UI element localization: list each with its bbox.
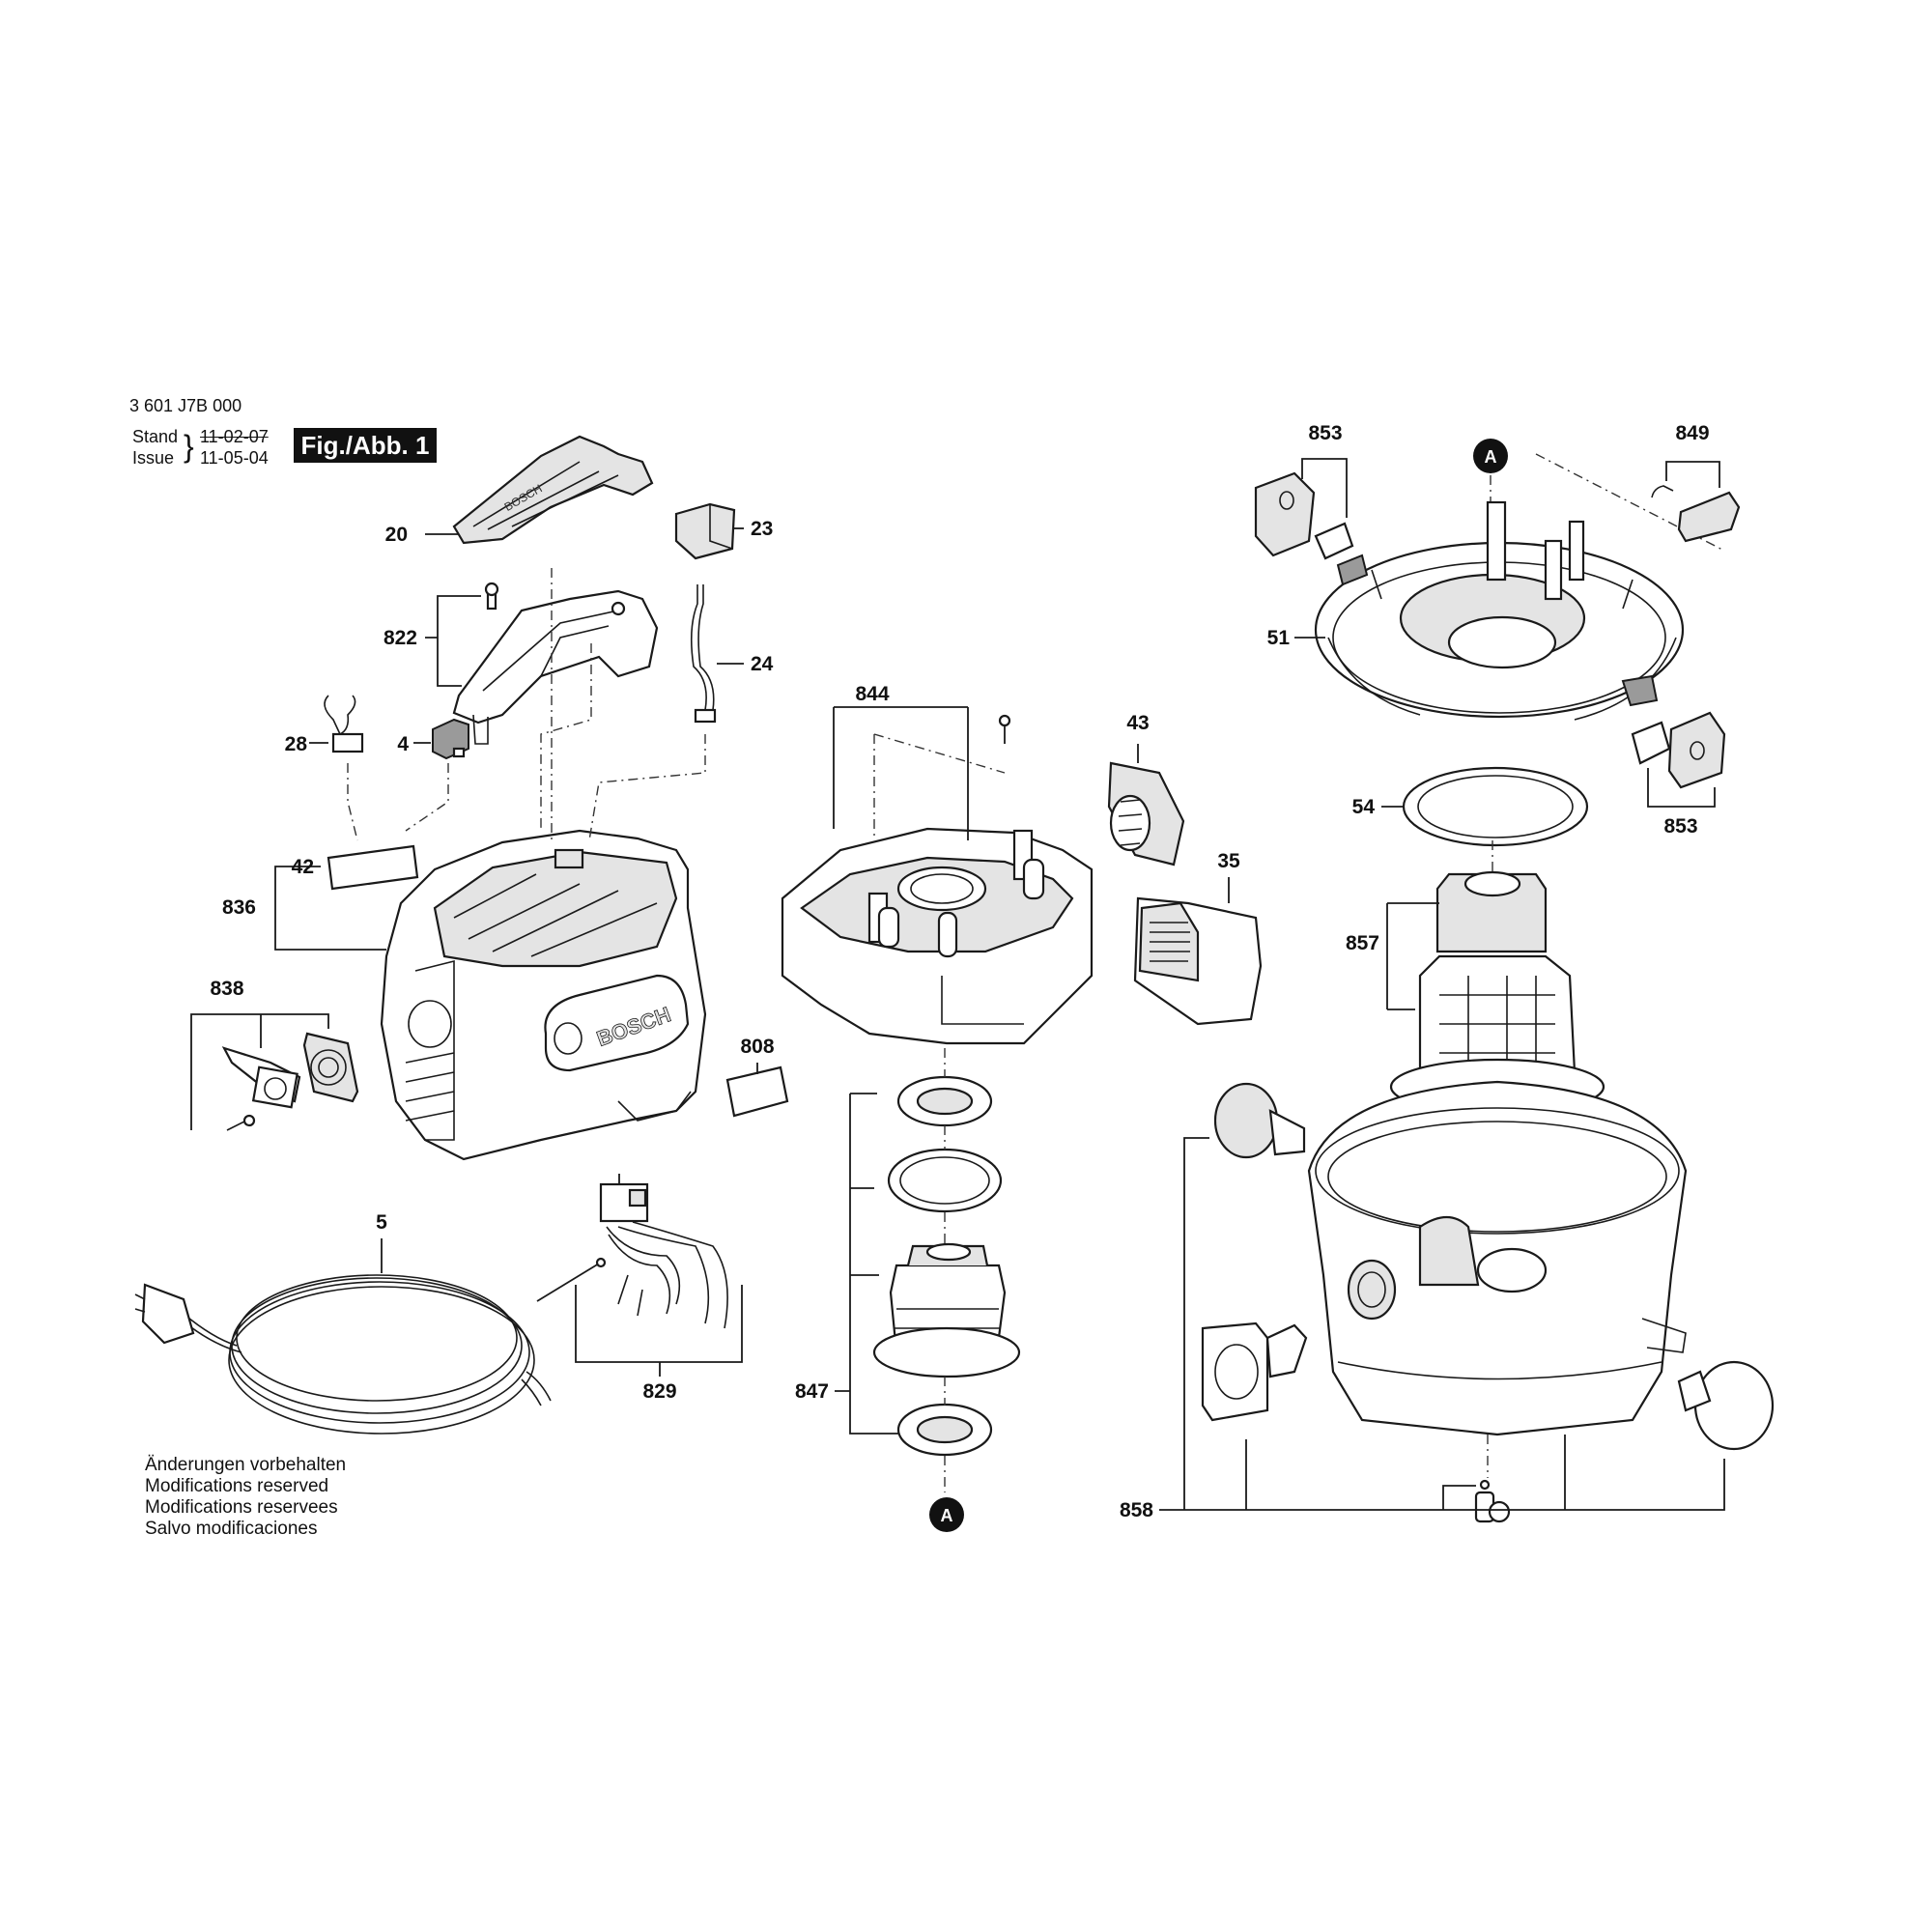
- part-knob-23: [674, 502, 736, 560]
- callout-5: 5: [376, 1211, 387, 1234]
- modification-notes: Änderungen vorbehalten Modifications res…: [145, 1455, 346, 1540]
- part-handle-20: BOSCH: [452, 435, 654, 545]
- date-brace: }: [184, 429, 194, 464]
- callout-43: 43: [1126, 712, 1149, 734]
- callout-829: 829: [642, 1380, 676, 1403]
- figure-badge: Fig./Abb. 1: [294, 428, 437, 463]
- part-filter-35: [1133, 896, 1263, 1026]
- part-brush-28: [324, 695, 364, 753]
- callout-51: 51: [1267, 627, 1291, 649]
- callout-822: 822: [384, 627, 417, 649]
- callout-858: 858: [1120, 1499, 1153, 1521]
- part-wheel-right: [1677, 1360, 1775, 1451]
- note-en: Modifications reserved: [145, 1476, 329, 1496]
- part-caster: [1474, 1479, 1511, 1523]
- callout-847: 847: [795, 1380, 829, 1403]
- callout-853-top: 853: [1308, 422, 1342, 444]
- part-rod-24: [690, 584, 717, 724]
- ref-marker-bottom: A: [929, 1497, 964, 1532]
- part-socket-838: [221, 1032, 359, 1131]
- part-harness-829: [599, 1182, 728, 1329]
- part-lid-51: [1314, 500, 1685, 721]
- note-es: Salvo modificaciones: [145, 1519, 318, 1539]
- svg-text:A: A: [941, 1506, 953, 1525]
- callout-857: 857: [1346, 932, 1379, 954]
- part-wheel-left: [1213, 1082, 1306, 1159]
- issue-label: Issue: [132, 448, 175, 468]
- callout-836: 836: [222, 896, 256, 919]
- part-port-left: [1201, 1321, 1308, 1422]
- callout-844: 844: [855, 683, 889, 705]
- svg-text:A: A: [1485, 447, 1497, 467]
- callout-23: 23: [751, 518, 773, 540]
- callout-4: 4: [397, 733, 409, 755]
- callout-24: 24: [751, 653, 774, 675]
- stand-date: 11-02-07: [200, 427, 269, 446]
- part-flange-43: [1107, 761, 1185, 867]
- part-filter-cage-844: [781, 827, 1094, 1045]
- part-frame-822: [452, 582, 659, 745]
- callout-42: 42: [292, 856, 314, 878]
- note-de: Änderungen vorbehalten: [145, 1455, 347, 1475]
- note-fr: Modifications reservees: [145, 1497, 338, 1518]
- callout-838: 838: [210, 978, 243, 1000]
- part-motor-857: [1389, 870, 1605, 1116]
- callout-28: 28: [285, 733, 308, 755]
- part-housing-836: BOSCH: [380, 829, 707, 1161]
- part-label-42: [327, 844, 419, 891]
- part-cable-tie: [536, 1257, 607, 1302]
- stand-label: Stand: [132, 427, 179, 446]
- issue-date: 11-05-04: [200, 448, 269, 468]
- callout-849: 849: [1675, 422, 1709, 444]
- callout-853-bottom: 853: [1663, 815, 1697, 838]
- part-container-858: [1307, 1080, 1688, 1436]
- part-ring-54: [1402, 766, 1589, 847]
- part-latch-853-bottom: [1631, 711, 1726, 789]
- part-motor-stack-847: [872, 1075, 1021, 1457]
- ref-marker-top: A: [1473, 439, 1508, 473]
- callout-808: 808: [740, 1036, 774, 1058]
- callout-35: 35: [1217, 850, 1240, 872]
- part-number: 3 601 J7B 000: [129, 396, 242, 415]
- callout-54: 54: [1352, 796, 1376, 818]
- part-latch-853-top: [1254, 471, 1354, 560]
- part-clip-849: [1651, 485, 1741, 543]
- part-label-808: [725, 1065, 789, 1118]
- part-cord-5: [134, 1274, 552, 1435]
- callout-20: 20: [385, 524, 408, 546]
- part-switch-4: [432, 718, 469, 760]
